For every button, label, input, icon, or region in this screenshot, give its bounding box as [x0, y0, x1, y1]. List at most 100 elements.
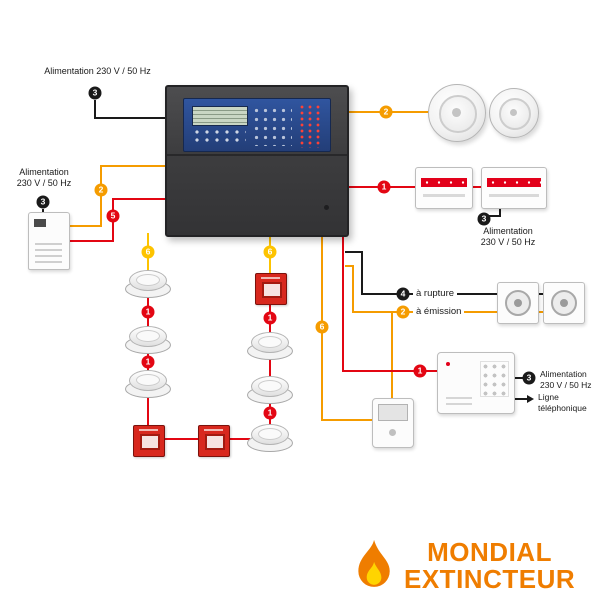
manual-call-point	[133, 425, 165, 457]
wire-rupture-h1	[345, 251, 363, 253]
transmitter-led	[446, 362, 450, 366]
psu-vent	[35, 255, 62, 257]
phone-line-arrow-icon	[527, 395, 534, 403]
indicator-window	[378, 404, 408, 421]
alarm-block-stripe	[487, 178, 541, 187]
callpoint-label-line	[139, 429, 158, 431]
wire-transmitter-h	[342, 370, 438, 372]
detector-ring	[258, 336, 282, 348]
wire-marker-mains: 3	[36, 195, 50, 209]
alarm-block-text-line	[489, 194, 539, 197]
door-holder-2	[543, 282, 585, 324]
detector-ring	[258, 428, 282, 440]
label-mains-transmitter-2: 230 V / 50 Hz	[540, 380, 592, 390]
psu-label	[34, 219, 46, 227]
wire-marker-aux: 5	[106, 209, 120, 223]
wire-marker-detection: 1	[263, 406, 277, 420]
wire-emission-v	[352, 265, 354, 313]
wire-repeater-mains-v	[499, 206, 501, 217]
wire-loop-m2	[269, 359, 271, 377]
wire-loop-cp1-cp2	[163, 438, 199, 440]
wire-rupture-h2	[361, 293, 561, 295]
callpoint-window	[205, 434, 225, 450]
psu-vent	[35, 249, 62, 251]
label-mains-repeater-2: 230 V / 50 Hz	[480, 237, 536, 247]
panel-keypad	[252, 106, 292, 146]
detector-ring	[136, 330, 160, 342]
wire-marker-drop-orange: 6	[315, 320, 329, 334]
wire-marker-drop: 6	[263, 245, 277, 259]
door-holder-1	[497, 282, 539, 324]
label-emission: à émission	[413, 306, 465, 317]
alarm-block-2	[481, 167, 547, 209]
flame-icon	[358, 539, 390, 587]
label-phone-line-2: téléphonique	[538, 403, 587, 413]
wire-marker-mains: 3	[477, 212, 491, 226]
wire-loop-cp2-det	[228, 438, 250, 440]
wire-marker-rupture: 4	[396, 287, 410, 301]
detector-ring	[258, 380, 282, 392]
callpoint-label-line	[204, 429, 223, 431]
siren-hub	[451, 107, 461, 117]
callpoint-window	[262, 282, 282, 298]
smoke-detector	[125, 270, 171, 298]
brand-line-2: EXTINCTEUR	[404, 564, 576, 594]
callpoint-window	[140, 434, 160, 450]
fire-alarm-control-panel	[165, 85, 349, 237]
panel-buttons	[192, 128, 246, 145]
wire-rupture-v	[361, 251, 363, 295]
label-mains-left-1: Alimentation	[19, 167, 69, 177]
wire-left-sounder-h1	[100, 165, 167, 167]
panel-door-seam	[167, 154, 347, 156]
smoke-detector	[125, 326, 171, 354]
wire-left-sounder-h2	[68, 225, 102, 227]
label-mains-transmitter-1: Alimentation	[540, 369, 587, 379]
alarm-block-1	[415, 167, 473, 209]
alarm-block-text-line	[423, 194, 465, 197]
wire-transmitter-v	[342, 233, 344, 372]
wire-transmitter-mains-h	[513, 377, 526, 379]
smoke-detector	[247, 376, 293, 404]
wire-left-aux-h2	[68, 240, 114, 242]
wire-marker-detection: 1	[141, 305, 155, 319]
smoke-detector	[125, 370, 171, 398]
detector-ring	[136, 274, 160, 286]
wire-marker-sounder: 2	[379, 105, 393, 119]
siren-1	[428, 84, 486, 142]
siren-hub	[509, 108, 518, 117]
label-rupture: à rupture	[413, 288, 458, 299]
transmitter-slot	[446, 403, 472, 405]
wire-left-aux-h1	[112, 198, 167, 200]
label-mains-repeater-1: Alimentation	[483, 226, 533, 236]
wire-mains-top-h	[94, 117, 167, 119]
psu-vent	[35, 261, 62, 263]
wire-repeater-h2	[470, 186, 482, 188]
brand-logo: MONDIAL EXTINCTEUR	[350, 538, 575, 594]
wire-marker-mains: 3	[522, 371, 536, 385]
wire-emission-h1	[345, 265, 354, 267]
transmitter-slot	[446, 397, 472, 399]
magnet-center	[514, 299, 522, 307]
panel-led-indicators	[298, 104, 324, 148]
brand-line-1: MONDIAL	[427, 537, 552, 567]
wire-marker-sounder: 2	[396, 305, 410, 319]
label-mains-left-2: 230 V / 50 Hz	[16, 178, 72, 188]
wire-orange-indicator-v	[391, 312, 393, 399]
wire-loop-l3	[147, 397, 149, 426]
panel-control-board	[183, 98, 331, 152]
telephone-transmitter	[437, 352, 515, 414]
callpoint-label-line	[261, 277, 280, 279]
label-mains-top: Alimentation 230 V / 50 Hz	[44, 66, 151, 76]
manual-call-point	[198, 425, 230, 457]
smoke-detector	[247, 332, 293, 360]
label-phone-line-1: Ligne	[538, 392, 559, 402]
wire-phone-h	[513, 398, 528, 400]
psu-vent	[35, 243, 62, 245]
wire-orange-drop-h	[321, 419, 373, 421]
wire-mains-top-v	[94, 100, 96, 118]
wire-marker-detection: 1	[377, 180, 391, 194]
magnet-center	[560, 299, 568, 307]
transmitter-keypad	[480, 361, 509, 397]
wire-left-mains-v	[42, 209, 44, 214]
